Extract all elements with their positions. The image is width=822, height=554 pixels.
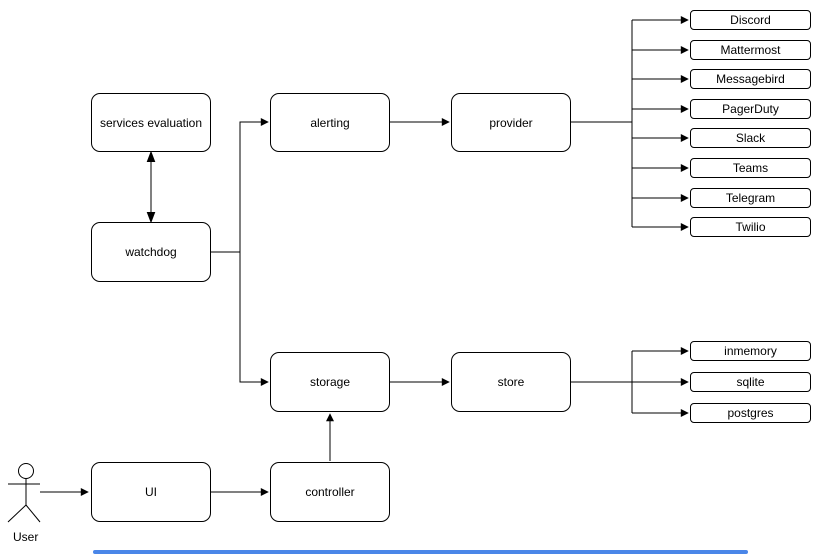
node-controller[interactable]: controller xyxy=(270,462,390,522)
node-store-inmemory[interactable]: inmemory xyxy=(690,341,811,361)
edge-store-fanout xyxy=(571,347,689,417)
actor-user-figure[interactable] xyxy=(7,463,41,523)
node-storage[interactable]: storage xyxy=(270,352,390,412)
edge-services-evaluation-watchdog xyxy=(146,150,156,224)
node-provider-messagebird[interactable]: Messagebird xyxy=(690,69,811,89)
node-store[interactable]: store xyxy=(451,352,571,412)
node-provider-pagerduty[interactable]: PagerDuty xyxy=(690,99,811,119)
actor-user-label: User xyxy=(13,530,39,544)
horizontal-scrollbar-thumb[interactable] xyxy=(93,550,748,554)
node-store-postgres[interactable]: postgres xyxy=(690,403,811,423)
node-provider[interactable]: provider xyxy=(451,93,571,152)
node-alerting[interactable]: alerting xyxy=(270,93,390,152)
node-watchdog[interactable]: watchdog xyxy=(91,222,211,282)
node-ui[interactable]: UI xyxy=(91,462,211,522)
node-store-sqlite[interactable]: sqlite xyxy=(690,372,811,392)
node-provider-discord[interactable]: Discord xyxy=(690,10,811,30)
node-provider-mattermost[interactable]: Mattermost xyxy=(690,40,811,60)
node-services-evaluation[interactable]: services evaluation xyxy=(91,93,211,152)
node-provider-telegram[interactable]: Telegram xyxy=(690,188,811,208)
node-provider-teams[interactable]: Teams xyxy=(690,158,811,178)
node-provider-slack[interactable]: Slack xyxy=(690,128,811,148)
node-provider-twilio[interactable]: Twilio xyxy=(690,217,811,237)
edge-provider-fanout xyxy=(571,16,689,231)
edge-watchdog-branch xyxy=(211,118,269,386)
